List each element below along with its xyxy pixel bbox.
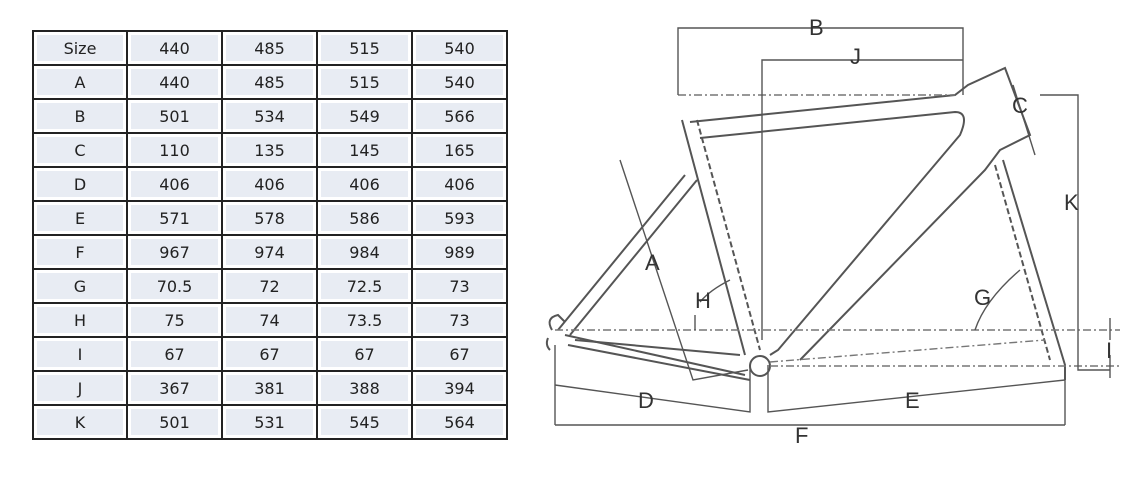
chain-stay-inner [574, 339, 741, 356]
value-cell: 72 [221, 268, 318, 304]
row-label-cell: I [32, 336, 128, 372]
value-cell: 545 [316, 404, 413, 440]
value-cell: 974 [221, 234, 318, 270]
value-cell: 566 [411, 98, 508, 134]
value-cell: 165 [411, 132, 508, 168]
label-A: A [645, 250, 660, 275]
value-cell: 388 [316, 370, 413, 406]
value-cell: 586 [316, 200, 413, 236]
row-label-cell: E [32, 200, 128, 236]
value-cell: 406 [316, 166, 413, 202]
top-down-tube-outer [689, 66, 1032, 361]
value-cell: 67 [221, 336, 318, 372]
row-label-cell: A [32, 64, 128, 100]
value-cell: 578 [221, 200, 318, 236]
label-F: F [795, 423, 808, 448]
row-label-cell: C [32, 132, 128, 168]
label-K: K [1064, 190, 1079, 215]
value-cell: 406 [221, 166, 318, 202]
label-E: E [905, 388, 920, 413]
value-cell: 564 [411, 404, 508, 440]
value-cell: 73 [411, 268, 508, 304]
value-cell: 501 [126, 404, 223, 440]
value-cell: 440 [126, 64, 223, 100]
value-cell: 501 [126, 98, 223, 134]
row-label-cell: K [32, 404, 128, 440]
value-cell: 72.5 [316, 268, 413, 304]
row-label-cell: J [32, 370, 128, 406]
value-cell: 967 [126, 234, 223, 270]
value-cell: 485 [221, 30, 318, 66]
value-cell: 406 [126, 166, 223, 202]
value-cell: 593 [411, 200, 508, 236]
label-J: J [850, 44, 861, 69]
label-I: I [1106, 338, 1112, 363]
value-cell: 989 [411, 234, 508, 270]
row-label-cell: G [32, 268, 128, 304]
value-cell: 75 [126, 302, 223, 338]
seat-stay [557, 174, 698, 336]
value-cell: 135 [221, 132, 318, 168]
seat-tube-left [681, 119, 746, 356]
label-D: D [638, 388, 654, 413]
value-cell: 984 [316, 234, 413, 270]
row-label-cell: F [32, 234, 128, 270]
rear-dropout [545, 313, 566, 351]
value-cell: 549 [316, 98, 413, 134]
value-cell: 540 [411, 64, 508, 100]
value-cell: 515 [316, 64, 413, 100]
value-cell: 485 [221, 64, 318, 100]
label-G: G [974, 285, 991, 310]
seat-tube-center [696, 119, 761, 351]
value-cell: 67 [316, 336, 413, 372]
value-cell: 540 [411, 30, 508, 66]
label-H: H [695, 288, 711, 313]
value-cell: 67 [126, 336, 223, 372]
value-cell: 67 [411, 336, 508, 372]
value-cell: 73 [411, 302, 508, 338]
value-cell: 515 [316, 30, 413, 66]
fork [1002, 159, 1066, 380]
value-cell: 367 [126, 370, 223, 406]
row-label-cell: Size [32, 30, 128, 66]
value-cell: 145 [316, 132, 413, 168]
reference-lines [555, 94, 1120, 367]
label-B: B [809, 15, 824, 40]
row-label-cell: H [32, 302, 128, 338]
frame-geometry-diagram: B J C K A H G I D E F [545, 15, 1120, 448]
frame-outline [545, 66, 1066, 381]
bottom-bracket [749, 355, 771, 377]
value-cell: 381 [221, 370, 318, 406]
value-cell: 74 [221, 302, 318, 338]
value-cell: 571 [126, 200, 223, 236]
value-cell: 531 [221, 404, 318, 440]
value-cell: 534 [221, 98, 318, 134]
value-cell: 406 [411, 166, 508, 202]
main-triangle-inner [699, 110, 965, 356]
value-cell: 70.5 [126, 268, 223, 304]
fork-axis [994, 164, 1051, 361]
row-label-cell: B [32, 98, 128, 134]
value-cell: 394 [411, 370, 508, 406]
value-cell: 110 [126, 132, 223, 168]
value-cell: 440 [126, 30, 223, 66]
label-C: C [1012, 93, 1028, 118]
row-label-cell: D [32, 166, 128, 202]
value-cell: 73.5 [316, 302, 413, 338]
dimension-lines [554, 27, 1111, 426]
